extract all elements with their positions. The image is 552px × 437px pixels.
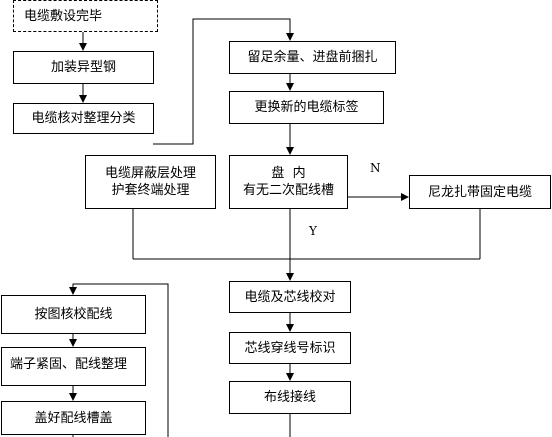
box-terminal-fix: 端子紧固、配线整理: [1, 347, 146, 386]
box-nylon-tie-text: 尼龙扎带固定电缆: [427, 184, 532, 200]
box-cover-slot: 盖好配线槽盖: [1, 401, 146, 435]
box-cable-laid: 电缆敷设完毕: [13, 0, 158, 32]
box-reserve-bind-text: 留足余量、进盘前捆扎: [247, 50, 378, 65]
box-reserve-bind: 留足余量、进盘前捆扎: [229, 41, 396, 74]
box-drawing-check-text: 按图核校配线: [34, 307, 113, 322]
box-check-sort-text: 电缆核对整理分类: [31, 111, 136, 126]
box-core-check-text: 电缆及芯线校对: [244, 289, 336, 305]
box-cabinet-line1: 盘 内: [271, 166, 306, 181]
box-shield-line2: 护套终端处理: [111, 183, 190, 198]
label-no: N: [370, 161, 381, 175]
box-route-wire: 布线接线: [229, 381, 351, 414]
box-nylon-tie: 尼龙扎带固定电缆: [409, 175, 551, 209]
box-install-steel-text: 加装异型钢: [50, 60, 116, 75]
box-replace-tag-text: 更换新的电缆标签: [254, 100, 359, 115]
arrow-loop-to-drawing: [69, 283, 169, 437]
box-shield-treatment: 电缆屏蔽层处理 护套终端处理: [85, 155, 216, 209]
box-shield-line1: 电缆屏蔽层处理: [104, 166, 196, 181]
box-drawing-check: 按图核校配线: [1, 295, 146, 334]
label-yes: Y: [309, 224, 317, 238]
box-replace-tag: 更换新的电缆标签: [229, 91, 384, 124]
arrow-check-to-reserve: [153, 18, 294, 145]
box-cabinet-line2: 有无二次配线槽: [242, 183, 334, 198]
box-cover-slot-text: 盖好配线槽盖: [34, 410, 113, 426]
box-terminal-fix-text: 端子紧固、配线整理: [10, 357, 128, 372]
box-cabinet-decision: 盘 内 有无二次配线槽: [229, 155, 348, 209]
box-wire-number: 芯线穿线号标识: [229, 332, 351, 364]
box-wire-number-text: 芯线穿线号标识: [244, 340, 336, 356]
box-core-check: 电缆及芯线校对: [229, 281, 351, 313]
box-route-wire-text: 布线接线: [263, 390, 316, 405]
box-check-sort: 电缆核对整理分类: [13, 103, 154, 134]
box-install-steel: 加装异型钢: [13, 51, 154, 84]
box-cable-laid-text: 电缆敷设完毕: [24, 8, 103, 24]
